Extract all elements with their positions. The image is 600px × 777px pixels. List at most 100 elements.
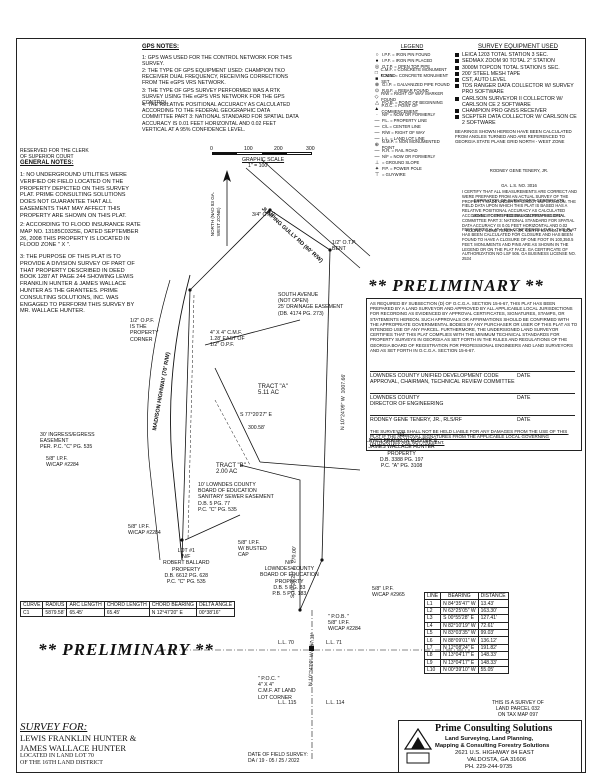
legend-symbol-icon: ⊤ [374,172,380,179]
bearing-label: S 77°20'27" E [240,412,273,418]
ll71-label: L.L. 71 [326,640,342,646]
ipf-label-2: 5/8" I.P.F. W/CAP #2284 [128,524,161,537]
field-date: DATE OF FIELD SURVEY: DA / 19 - 05 / 25 … [248,752,308,765]
table-header-cell: CHORD BEARING [148,600,197,610]
company-tagline-2: Mapping & Consulting Forestry Solutions [435,743,550,749]
equipment-title: SURVEY EQUIPMENT USED [477,44,559,50]
legend-item: —C/L = CENTER LINE [372,124,452,130]
gps-note-3: 3: THE TYPE OF GPS SURVEY PERFORMED WAS … [142,88,287,107]
legend-symbol-icon: ⊕ [374,142,379,149]
east-line-label: N 10°24'09" W 1007.66' [340,373,347,431]
table-cell: N 82°10'19" W [440,621,479,630]
liability-note: THE SURVEYOR SHALL NOT BE HELD LIABLE FO… [370,429,569,445]
legend-text: R/W = RIGHT OF WAY MARKER FOUND [381,91,444,103]
scale-ratio: 1" = 100' [248,163,269,169]
equipment-item: 3000M TOPCON TOTAL STATION 5 SEC. [455,65,581,71]
table-cell: L4 [423,621,442,630]
ll114-label: L.L. 114 [326,700,345,706]
busted-cap-label: 5/8" I.P.F. W/ BUSTED CAP [238,540,267,559]
approval-sig-3: RODNEY GENE TENERY, JR., RLS/RF [370,417,462,423]
equipment-text: LEICA 1203 TOTAL STATION 3 SEC. [462,52,549,59]
legend-text: = GUYWIRE [382,172,406,178]
table-cell: L10 [423,665,442,675]
table-cell: N 88°09'01" W [440,636,479,645]
legend-item: —R.R. = RAIL ROAD [372,148,452,154]
table-cell: N 63°25'05" W [440,606,479,616]
legend-symbol-icon: ● [375,58,379,65]
table-cell: N 12°47'20" E [148,608,197,617]
ipf-label-1: 5/8" I.P.F. W/CAP #2284 [46,456,79,469]
table-cell: 163.30' [477,606,509,616]
gps-note-1: 1: GPS WAS USED FOR THE CONTROL NETWORK … [142,55,294,68]
table-cell: 13.43' [477,599,509,608]
checkbox-icon [455,65,459,70]
legend-text: R.B.F. = REBAR FOUND [382,88,429,94]
legend-item: ▲P.O.C. = POINT OF COMMENCEMENT [372,103,452,114]
lot-1-label: LOT #1 N/F ROBERT BALLARD PROPERTY D.B. … [163,548,210,586]
seal-line1: EXPIRATION OF SURVEYOR'S CERTIFICATE [473,198,565,203]
seal-reg: GA. L.S. NO. 3016 [501,183,537,188]
clerk-reserve: RESERVED FOR THE CLERK OF SUPERIOR COURT [20,148,89,161]
legend-item: ✦P.P. = POWER POLE [372,166,452,172]
table-cell: N 13°04'17" E [440,651,479,660]
table-cell: 191.82' [477,643,509,653]
company-logo-icon [403,727,433,764]
legend-item: □C.M.F. = CONCRETE MONUMENT FOUND [372,67,452,78]
survey-for-block: SURVEY FOR: LEWIS FRANKLIN HUNTER & JAME… [20,722,200,765]
company-address-2: VALDOSTA, GA 31606 [467,757,527,763]
table-cell: C1 [19,608,44,617]
legend-text: I.P.F. = IRON PIN PLACED [382,58,433,64]
table-cell: L5 [423,628,442,638]
table-cell: N 84°35'47" W [440,599,479,608]
cmf-label: 4" X 4" C.M.F. 1.28' EAST OF 1/2" O.P.F. [210,330,245,349]
north-arrow: NORTH (NAD 83 GA. WEST ZONE) [210,168,242,248]
plat-border [16,38,586,773]
legend-symbol-icon: ▲ [374,106,380,113]
legend-item: ■C.M.S. = CONCRETE MONUMENT SET [372,73,452,84]
equipment-text: CHAMPION PRO GNSS RECEIVER [462,108,547,115]
legend-text: I.P.F. = IRON PIN FOUND [382,52,431,58]
equipment-text: SCEPTER DATA COLLECTOR W/ CARLSON CE 2 S… [462,114,577,127]
equipment-item: SEDMAX ZOOM 90 TOTAL 2" STATION [455,58,581,64]
poc-label: " P.O.C. " 4" X 4" C.M.F. AT LAND LOT CO… [258,676,296,701]
legend-text: N/F = NOW OR FORMERLY [382,154,436,160]
legend-title: LEGEND [400,44,424,50]
seal-line3: RODNEY GENE TENERY, JR. CERTIFICATION # … [465,228,573,233]
table-cell: L2 [423,606,442,616]
company-block: Prime Consulting Solutions Land Surveyin… [398,720,582,773]
table-cell: 72.61' [477,621,509,630]
legend-symbol-icon: ■ [375,76,379,83]
approval-sig-1: LOWNDES COUNTY UNIFIED DEVELOPMENT CODE … [370,373,515,386]
general-note-2: 2: ACCORDING TO FLOOD INSURANCE RATE MAP… [20,222,143,249]
table-cell: 148.33' [477,651,509,660]
legend-item: △P.O.B. = POINT OF BEGINNING [372,100,452,106]
north-arrow-icon [223,170,231,246]
graphic-scale: 0 100 200 300 GRAPHIC SCALE 1" = 100' [210,146,322,170]
legend-item: —R/W = RIGHT OF WAY [372,130,452,136]
legend-item: —L.L. = LAND LOT LINE [372,136,452,142]
checkbox-icon [455,115,459,120]
scale-label: GRAPHIC SCALE [242,157,285,163]
scale-tick-300: 300 [306,146,315,152]
legend-symbol-icon: ⊗ [374,82,380,89]
legend-symbol-icon: — [374,124,380,131]
ll115-label: L.L. 115 [278,700,297,706]
equipment-text: 3000M TOPCON TOTAL STATION 5 SEC. [462,64,560,71]
table-cell: L3 [423,614,442,623]
survey-for-line2: JAMES WALLACE HUNTER [20,743,127,753]
checkbox-icon [455,78,459,83]
survey-for-line1: LEWIS FRANKLIN HUNTER & [20,733,137,743]
survey-for-line4: OF THE 16TH LAND DISTRICT [20,760,103,764]
table-cell: L7 [423,643,442,653]
company-name: Prime Consulting Solutions [435,723,553,734]
company-phone: PH. 229-244-9735 [465,764,513,770]
opf-corner-label: 1/2" O.P.F. IS THE PROPERTY CORNER [130,318,159,343]
seal-line2: LEVEL II CERTIFIED DESIGN PROFESSIONAL [472,213,566,218]
